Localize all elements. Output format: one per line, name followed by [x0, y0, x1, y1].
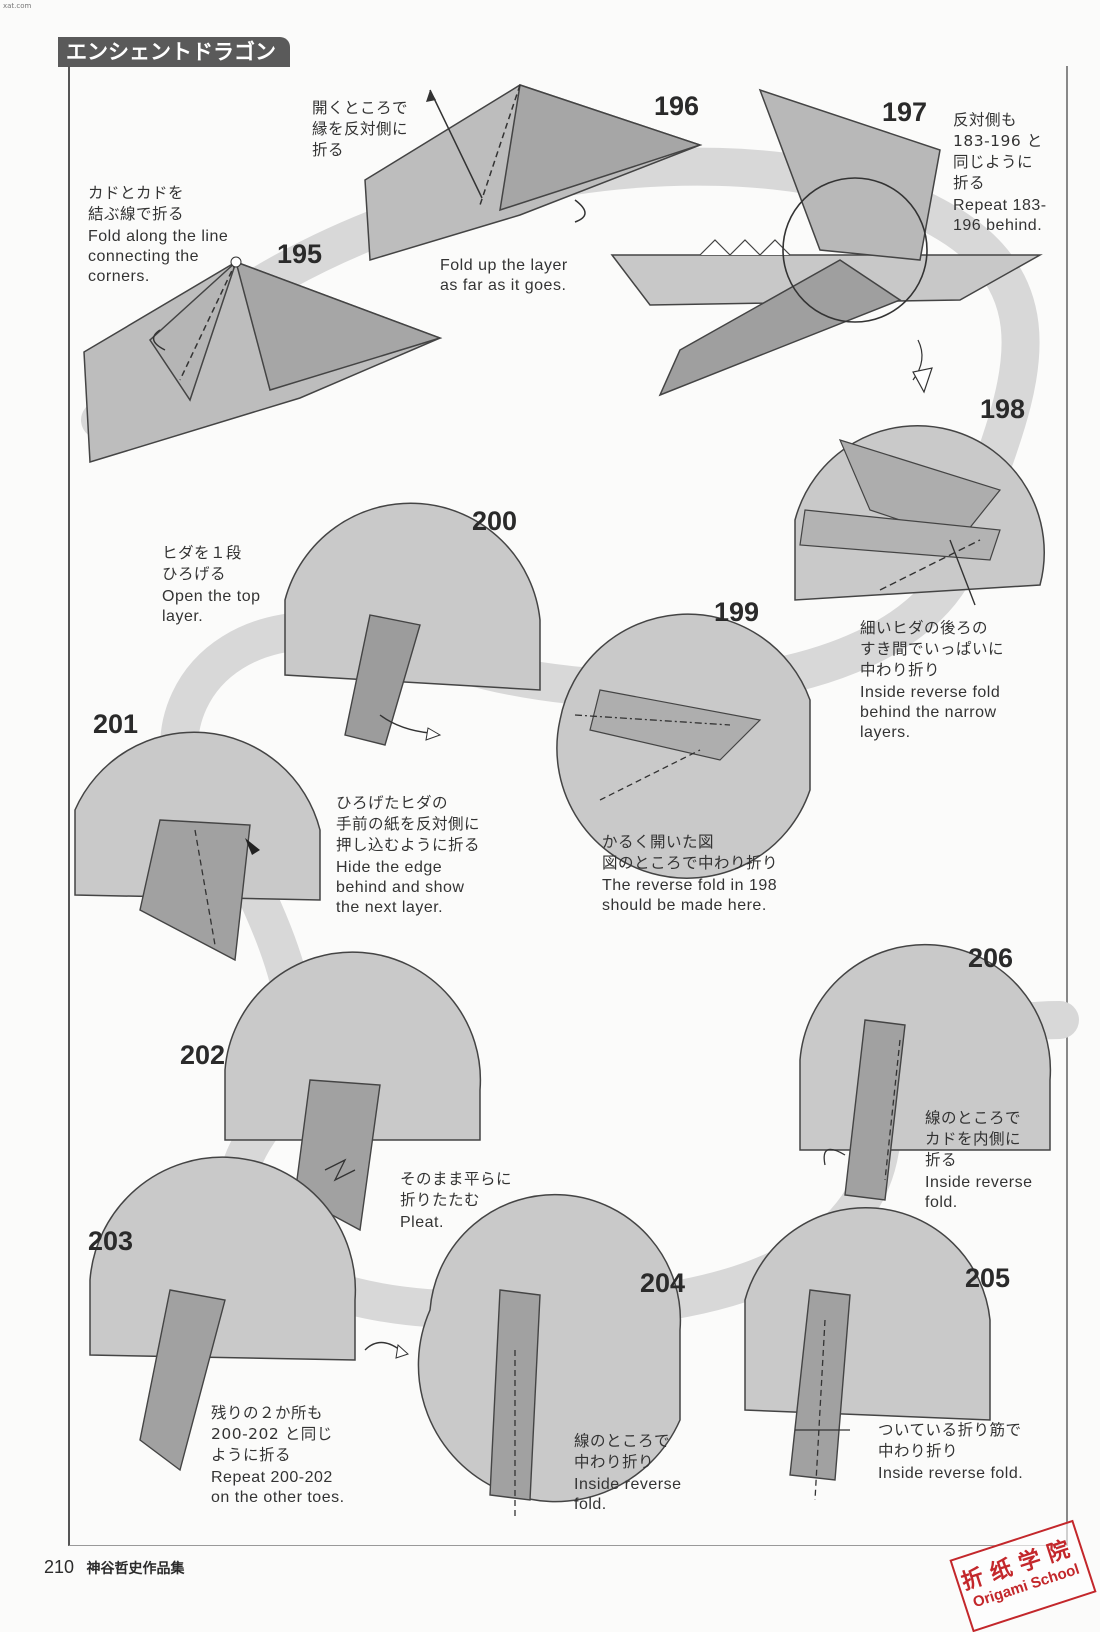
step-206-en: Inside reverse fold.: [925, 1173, 1065, 1213]
step-196-en: Fold up the layer as far as it goes.: [440, 256, 610, 296]
step-number-196: 196: [654, 91, 699, 122]
step-206-jp: 線のところで カドを内側に 折る: [925, 1108, 1065, 1171]
step-195-jp: カドとカドを 結ぶ線で折る: [88, 183, 268, 225]
step-205-note: ついている折り筋で 中わり折り Inside reverse fold.: [878, 1420, 1063, 1484]
page-number: 210: [44, 1557, 74, 1577]
step-number-202: 202: [180, 1040, 225, 1071]
step-197-en: Repeat 183- 196 behind.: [953, 196, 1068, 236]
step-198-jp: 細いヒダの後ろの すき間でいっぱいに 中わり折り: [860, 618, 1060, 681]
step-203-en: Repeat 200-202 on the other toes.: [211, 1468, 381, 1508]
step-195-note: カドとカドを 結ぶ線で折る Fold along the line connec…: [88, 183, 268, 287]
step-196-note-en: Fold up the layer as far as it goes.: [440, 256, 610, 296]
step-number-204: 204: [640, 1268, 685, 1299]
step-203-note: 残りの２か所も 200-202 と同じ ように折る Repeat 200-202…: [211, 1403, 381, 1508]
step-200-jp: ヒダを１段 ひろげる: [162, 543, 292, 585]
step-number-206: 206: [968, 943, 1013, 974]
step-206-note: 線のところで カドを内側に 折る Inside reverse fold.: [925, 1108, 1065, 1213]
step-204-en: Inside reverse fold.: [574, 1475, 704, 1515]
step-number-203: 203: [88, 1226, 133, 1257]
step-200-en: Open the top layer.: [162, 587, 292, 627]
step-200-figure: [285, 503, 540, 745]
step-202-en: Pleat.: [400, 1213, 540, 1233]
step-198-note: 細いヒダの後ろの すき間でいっぱいに 中わり折り Inside reverse …: [860, 618, 1060, 743]
step-196-jp: 開くところで 縁を反対側に 折る: [312, 98, 452, 161]
step-201-en: Hide the edge behind and show the next l…: [336, 858, 526, 918]
step-195-en: Fold along the line connecting the corne…: [88, 227, 268, 287]
step-202-note: そのまま平らに 折りたたむ Pleat.: [400, 1169, 540, 1233]
step-197-jp: 反対側も 183-196 と 同じように 折る: [953, 110, 1068, 194]
step-number-195: 195: [277, 239, 322, 270]
step-number-197: 197: [882, 97, 927, 128]
step-198-en: Inside reverse fold behind the narrow la…: [860, 683, 1060, 743]
step-197-note: 反対側も 183-196 と 同じように 折る Repeat 183- 196 …: [953, 110, 1068, 236]
step-number-205: 205: [965, 1263, 1010, 1294]
page-footer: 210 神谷哲史作品集: [44, 1557, 185, 1578]
step-201-jp: ひろげたヒダの 手前の紙を反対側に 押し込むように折る: [336, 793, 526, 856]
book-title: 神谷哲史作品集: [87, 1561, 185, 1577]
step-201-note: ひろげたヒダの 手前の紙を反対側に 押し込むように折る Hide the edg…: [336, 793, 526, 918]
step-199-en: The reverse fold in 198 should be made h…: [602, 876, 832, 916]
step-number-198: 198: [980, 394, 1025, 425]
step-200-note: ヒダを１段 ひろげる Open the top layer.: [162, 543, 292, 627]
step-195-figure: [84, 257, 440, 462]
step-205-jp: ついている折り筋で 中わり折り: [878, 1420, 1063, 1462]
step-number-199: 199: [714, 597, 759, 628]
step-204-jp: 線のところで 中わり折り: [574, 1431, 704, 1473]
step-199-jp: かるく開いた図 図のところで中わり折り: [602, 832, 832, 874]
step-205-en: Inside reverse fold.: [878, 1464, 1063, 1484]
step-199-note: かるく開いた図 図のところで中わり折り The reverse fold in …: [602, 832, 832, 916]
step-204-note: 線のところで 中わり折り Inside reverse fold.: [574, 1431, 704, 1515]
step-number-201: 201: [93, 709, 138, 740]
step-196-note-jp: 開くところで 縁を反対側に 折る: [312, 98, 452, 161]
step-number-200: 200: [472, 506, 517, 537]
step-203-jp: 残りの２か所も 200-202 と同じ ように折る: [211, 1403, 381, 1466]
step-202-jp: そのまま平らに 折りたたむ: [400, 1169, 540, 1211]
